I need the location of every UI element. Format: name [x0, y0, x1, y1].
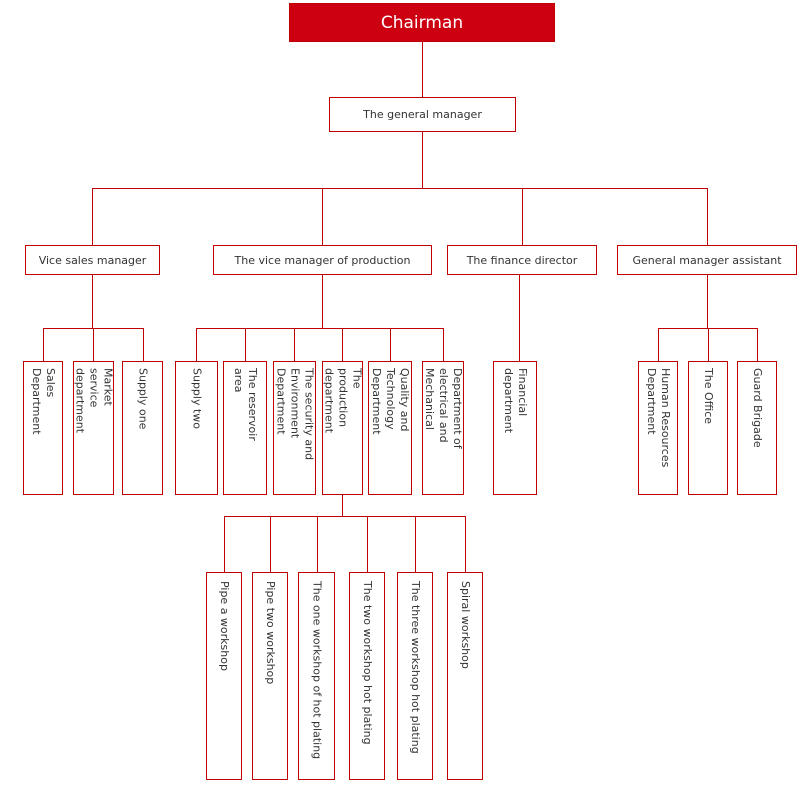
guard-brigade-label: Guard Brigade [751, 368, 764, 448]
node-electrical-mechanical-department: Department of electrical and Mechanical [422, 361, 464, 495]
node-reservoir-area: The reservoir area [223, 361, 267, 495]
connector-vertical [757, 328, 758, 361]
one-workshop-hot-plating-label: The one workshop of hot plating [310, 581, 324, 760]
pipe-a-workshop-label: Pipe a workshop [218, 581, 231, 671]
pipe-two-workshop-label: Pipe two workshop [264, 581, 277, 685]
sales-department-label: Sales Department [30, 368, 57, 435]
connector-vertical [422, 42, 423, 97]
connector-vertical [522, 188, 523, 245]
two-workshop-hot-plating-label: The two workshop hot plating [361, 581, 374, 745]
connector-vertical [422, 132, 423, 188]
connector-vertical [143, 328, 144, 361]
supply-one-label: Supply one [136, 368, 150, 430]
vice-manager-production-label: The vice manager of production [234, 253, 411, 267]
connector-vertical [245, 328, 246, 361]
node-human-resources-department: Human Resources Department [638, 361, 678, 495]
connector-vertical [294, 328, 295, 361]
connector-vertical [443, 328, 444, 361]
node-vice-sales-manager: Vice sales manager [25, 245, 160, 275]
node-chairman: Chairman [289, 3, 555, 42]
node-spiral-workshop: Spiral workshop [447, 572, 483, 780]
connector-vertical [658, 328, 659, 361]
general-manager-label: The general manager [363, 108, 482, 121]
node-vice-manager-production: The vice manager of production [213, 245, 432, 275]
connector-vertical [93, 328, 94, 361]
connector-horizontal [224, 516, 466, 517]
connector-vertical [708, 328, 709, 361]
electrical-mechanical-department-label: Department of electrical and Mechanical [423, 368, 464, 449]
node-financial-department: Financial department [493, 361, 537, 495]
node-pipe-two-workshop: Pipe two workshop [252, 572, 288, 780]
connector-vertical [415, 516, 416, 572]
node-sales-department: Sales Department [23, 361, 63, 495]
node-finance-director: The finance director [447, 245, 597, 275]
connector-vertical [342, 495, 343, 516]
node-the-office: The Office [688, 361, 728, 495]
connector-horizontal [92, 188, 708, 189]
quality-technology-department-label: Quality and Technology Department [370, 368, 411, 435]
finance-director-label: The finance director [466, 253, 578, 267]
production-department-label: The production department [322, 368, 364, 434]
connector-vertical [92, 275, 93, 328]
connector-horizontal [196, 328, 444, 329]
connector-vertical [390, 328, 391, 361]
connector-vertical [322, 188, 323, 245]
general-manager-assistant-label: General manager assistant [632, 253, 782, 267]
human-resources-department-label: Human Resources Department [645, 368, 672, 468]
connector-vertical [342, 328, 343, 361]
connector-vertical [92, 188, 93, 245]
node-quality-technology-department: Quality and Technology Department [368, 361, 412, 495]
reservoir-area-label: The reservoir area [232, 368, 259, 441]
connector-vertical [707, 188, 708, 245]
spiral-workshop-label: Spiral workshop [459, 581, 472, 669]
supply-two-label: Supply two [190, 368, 204, 430]
the-office-label: The Office [702, 368, 715, 425]
node-market-service-department: Market service department [73, 361, 115, 495]
node-security-environment-department: The security and Environment Department [273, 361, 316, 495]
node-general-manager-assistant: General manager assistant [617, 245, 797, 275]
financial-department-label: Financial department [502, 368, 529, 434]
connector-vertical [465, 516, 466, 572]
node-general-manager: The general manager [329, 97, 516, 132]
node-three-workshop-hot-plating: The three workshop hot plating [397, 572, 433, 780]
node-supply-two: Supply two [175, 361, 218, 495]
connector-vertical [224, 516, 225, 572]
three-workshop-hot-plating-label: The three workshop hot plating [409, 581, 422, 754]
node-production-department: The production department [322, 361, 364, 495]
connector-vertical [367, 516, 368, 572]
connector-vertical [519, 275, 520, 361]
node-two-workshop-hot-plating: The two workshop hot plating [349, 572, 385, 780]
node-one-workshop-hot-plating: The one workshop of hot plating [298, 572, 335, 780]
vice-sales-manager-label: Vice sales manager [38, 253, 147, 267]
chairman-label: Chairman [380, 12, 464, 33]
connector-vertical [317, 516, 318, 572]
node-pipe-a-workshop: Pipe a workshop [206, 572, 242, 780]
connector-vertical [43, 328, 44, 361]
connector-vertical [322, 275, 323, 328]
connector-vertical [270, 516, 271, 572]
connector-vertical [707, 275, 708, 328]
node-guard-brigade: Guard Brigade [737, 361, 777, 495]
security-environment-department-label: The security and Environment Department [274, 368, 316, 461]
connector-vertical [196, 328, 197, 361]
node-supply-one: Supply one [122, 361, 163, 495]
market-service-department-label: Market service department [73, 368, 115, 434]
